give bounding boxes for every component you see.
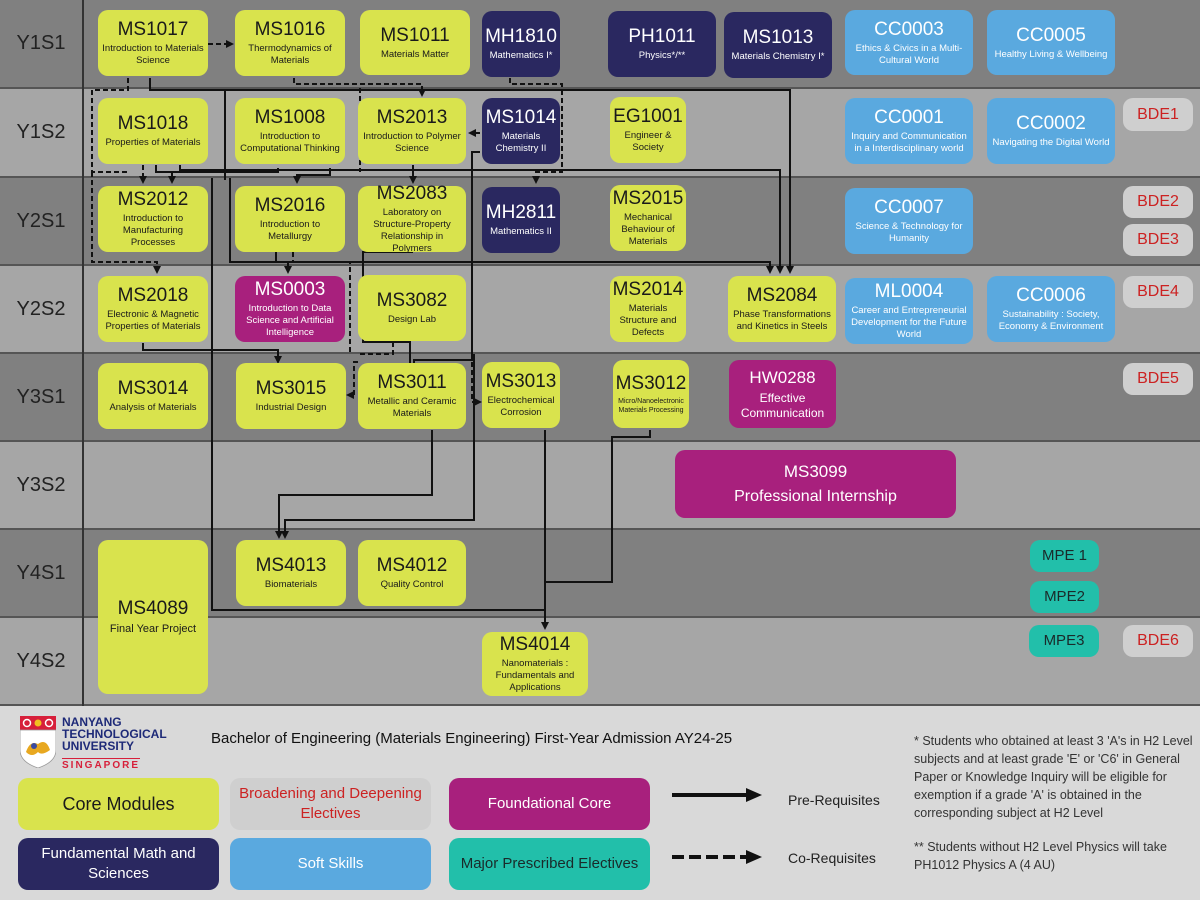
logo-line-1: NANYANG [62, 715, 122, 729]
prereq-arrow-icon [672, 788, 762, 802]
footnotes: * Students who obtained at least 3 'A's … [914, 732, 1199, 890]
module-BDE6[interactable]: BDE6 [1123, 625, 1193, 657]
term-label: Y3S1 [16, 385, 66, 408]
term-label: Y3S2 [16, 473, 66, 496]
curriculum-grid: Y1S1 Y1S2 Y2S1 Y2S2 Y3S1 Y3S2 Y4S1 Y4S2 [0, 0, 1200, 706]
module-BDE3[interactable]: BDE3 [1123, 224, 1193, 256]
legend-coreq-label: Co-Requisites [788, 850, 876, 866]
logo-line-4: SINGAPORE [62, 758, 141, 771]
term-label: Y1S1 [16, 32, 66, 54]
module-MPE1[interactable]: MPE 1 [1030, 540, 1099, 572]
term-label: Y4S1 [16, 561, 66, 584]
module-MPE3[interactable]: MPE3 [1029, 625, 1099, 657]
legend-core-modules: Core Modules [18, 778, 219, 830]
coreq-arrow-icon [672, 850, 762, 864]
footnote-single-asterisk: * Students who obtained at least 3 'A's … [914, 734, 1193, 820]
ntu-logo: NANYANG TECHNOLOGICAL UNIVERSITY SINGAPO… [20, 714, 180, 772]
row-y3s2: Y3S2 [0, 442, 1200, 530]
legend-mpe: Major Prescribed Electives [449, 838, 650, 890]
legend-foundational-core: Foundational Core [449, 778, 650, 830]
term-label: Y2S2 [16, 297, 66, 320]
legend-bde: Broadening and Deepening Electives [230, 778, 431, 830]
logo-line-3: UNIVERSITY [62, 739, 135, 753]
logo-line-2: TECHNOLOGICAL [62, 727, 167, 741]
module-BDE2[interactable]: BDE2 [1123, 186, 1193, 218]
legend-math-sciences: Fundamental Math and Sciences [18, 838, 219, 890]
module-BDE5[interactable]: BDE5 [1123, 363, 1193, 395]
footnote-double-asterisk: ** Students without H2 Level Physics wil… [914, 840, 1167, 872]
legend-prereq-label: Pre-Requisites [788, 792, 880, 808]
term-label: Y4S2 [16, 649, 66, 672]
module-BDE4[interactable]: BDE4 [1123, 276, 1193, 308]
footer: NANYANG TECHNOLOGICAL UNIVERSITY SINGAPO… [0, 706, 1200, 900]
term-label: Y1S2 [16, 121, 66, 143]
label-divider [82, 0, 84, 706]
program-title: Bachelor of Engineering (Materials Engin… [211, 730, 733, 747]
term-label: Y2S1 [16, 209, 66, 232]
ntu-crest-icon [20, 716, 56, 768]
module-MPE2[interactable]: MPE2 [1030, 581, 1099, 613]
module-BDE1[interactable]: BDE1 [1123, 98, 1193, 131]
legend-soft-skills: Soft Skills [230, 838, 431, 890]
